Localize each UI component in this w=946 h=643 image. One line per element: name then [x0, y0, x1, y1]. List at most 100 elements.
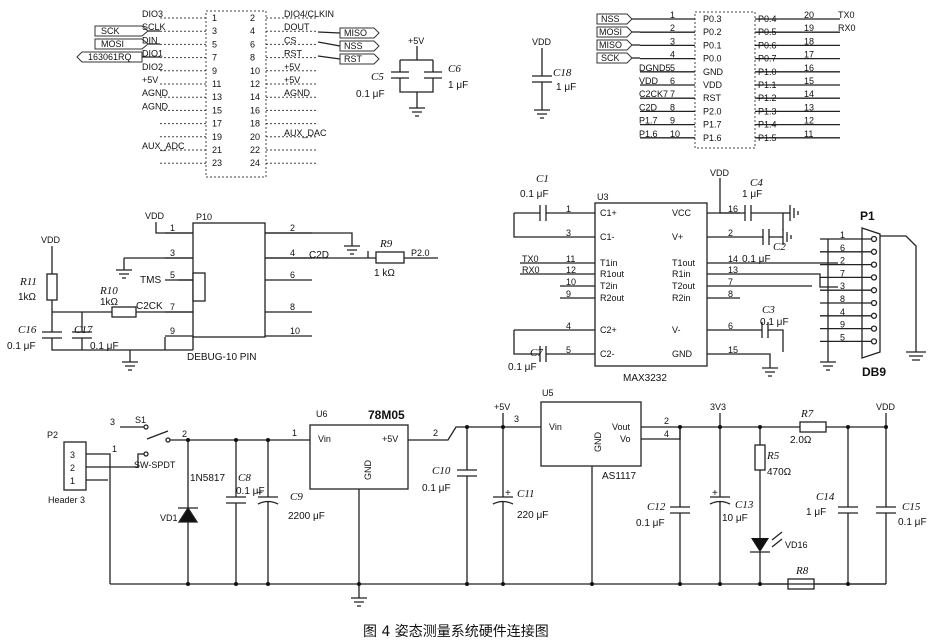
j1-pin-left: 3 — [212, 26, 217, 36]
r9-body — [375, 251, 405, 264]
debug-left-pin: 3 — [170, 248, 175, 258]
sw-contact-2 — [165, 437, 171, 443]
c4-value: 1 μF — [742, 189, 762, 200]
vd1-body — [177, 506, 199, 523]
max3232-name: MAX3232 — [623, 373, 667, 384]
v33-label: 3V3 — [710, 402, 726, 412]
c6-plates — [424, 71, 442, 79]
c7-label: C7 — [530, 347, 543, 359]
mcu-left-signal: C2D — [639, 102, 658, 112]
mcu-inner-right: P0.4 — [758, 14, 777, 24]
c13-plus: + — [712, 488, 718, 499]
c10-symbol — [457, 427, 477, 584]
max-gnd-symbol — [740, 353, 778, 377]
c11-plus: + — [505, 488, 511, 499]
j1-left-signal: DIO3 — [142, 9, 163, 19]
db9-ground-symbol — [820, 352, 836, 371]
db9-pin-number: 4 — [840, 307, 845, 317]
max-inner-right: V- — [672, 325, 681, 335]
j1-left-signal: AGND — [142, 101, 169, 111]
reg1-name: 78M05 — [368, 408, 405, 422]
j1-left-signal: SCLK — [142, 22, 166, 32]
led-bar-arrows — [750, 531, 783, 553]
r5-value: 470Ω — [767, 467, 792, 478]
plus5-rail — [408, 426, 541, 441]
debug-right-pin: 8 — [290, 302, 295, 312]
connector-j1-body — [205, 10, 267, 178]
c5-label: C5 — [371, 71, 384, 83]
db9-name: DB9 — [862, 365, 886, 379]
c14-label: C14 — [816, 491, 835, 503]
r10-body — [111, 306, 137, 318]
j1-ext-tags-left: SCK MOSI 163061RQ — [76, 25, 149, 63]
j1-pin-left: 5 — [212, 39, 217, 49]
mcu-inner-right: P1.1 — [758, 80, 777, 90]
mcu-left-signal: DGND5 — [639, 63, 671, 73]
c11-symbol — [492, 427, 514, 584]
c6-label: C6 — [448, 63, 461, 75]
j1-pin-left: 21 — [212, 145, 222, 155]
vd16-label: VD16 — [785, 540, 808, 550]
debug-ground-symbol — [122, 350, 138, 371]
mcu-right-pin: 16 — [804, 63, 814, 73]
max-left-pin: 12 — [566, 265, 576, 275]
header-wires — [86, 453, 138, 584]
mcu-inner-right: P1.0 — [758, 67, 777, 77]
max-rx0-label: RX0 — [522, 265, 540, 275]
reg2-pin-2: 2 — [664, 416, 669, 426]
j1-right-signal: RST — [284, 49, 303, 59]
mcu-inner-left: VDD — [703, 80, 723, 90]
mcu-inner-left: P0.2 — [703, 27, 722, 37]
db9-pin-number: 5 — [840, 332, 845, 342]
r11-vdd-label: VDD — [41, 235, 61, 245]
c5c6-supply-wire — [399, 46, 434, 72]
c11-value: 220 μF — [517, 510, 548, 521]
sw-name: SW-SPDT — [134, 460, 176, 470]
c5c6-ground-symbol — [409, 107, 425, 117]
power-junctions — [186, 425, 888, 586]
c2-plates — [762, 229, 770, 245]
db9-shield-ground — [906, 351, 926, 361]
j1-right-signal: AUX_DAC — [284, 128, 327, 138]
163061rq-tag — [76, 51, 143, 63]
miso-tag — [339, 27, 380, 39]
db9-shell — [861, 227, 881, 359]
sw-contact-3 — [143, 424, 149, 430]
db9-pin-socket — [870, 235, 878, 243]
mcu-inner-right: P1.4 — [758, 120, 777, 130]
j1-pin-right: 22 — [250, 145, 260, 155]
debug-right-pin: 10 — [290, 326, 300, 336]
c16-symbol — [42, 331, 193, 351]
max-inner-left: T1in — [600, 258, 618, 268]
mcu-inner-left: RST — [703, 93, 722, 103]
c9-label: C9 — [290, 491, 303, 503]
c4-ground-symbol — [789, 205, 799, 221]
j1-right-tag-wires — [317, 31, 341, 60]
mcu-miso-tag — [596, 39, 633, 51]
reg2-body — [540, 401, 642, 467]
mcu-left-pin: 5 — [670, 63, 675, 73]
j1-left-signal: AGND — [142, 88, 169, 98]
c10-value: 0.1 μF — [422, 483, 451, 494]
mcu-left-signal: P1.6 — [639, 129, 658, 139]
r8-label: R8 — [795, 565, 809, 577]
mcu-nss-tag — [596, 13, 633, 25]
j1-pin-left: 9 — [212, 66, 217, 76]
j1-right-signal: +5V — [284, 75, 300, 85]
c8-symbol — [226, 440, 246, 584]
mcu-ext-tags: NSS MOSI MISO SCK — [596, 13, 640, 64]
sck-tag — [94, 25, 149, 37]
db9-pin-number: 6 — [840, 243, 845, 253]
db9-pin-socket — [870, 338, 878, 345]
j1-left-signal: DIO2 — [142, 62, 163, 72]
db9-shield-wire — [880, 235, 917, 352]
miso-tag-label: MISO — [344, 28, 367, 38]
c18-label: C18 — [553, 67, 572, 79]
debug-key — [192, 272, 206, 302]
max-inner-right: R2in — [672, 293, 691, 303]
max-left-pin: 4 — [566, 321, 571, 331]
max-inner-right: R1in — [672, 269, 691, 279]
header-body — [63, 441, 87, 491]
